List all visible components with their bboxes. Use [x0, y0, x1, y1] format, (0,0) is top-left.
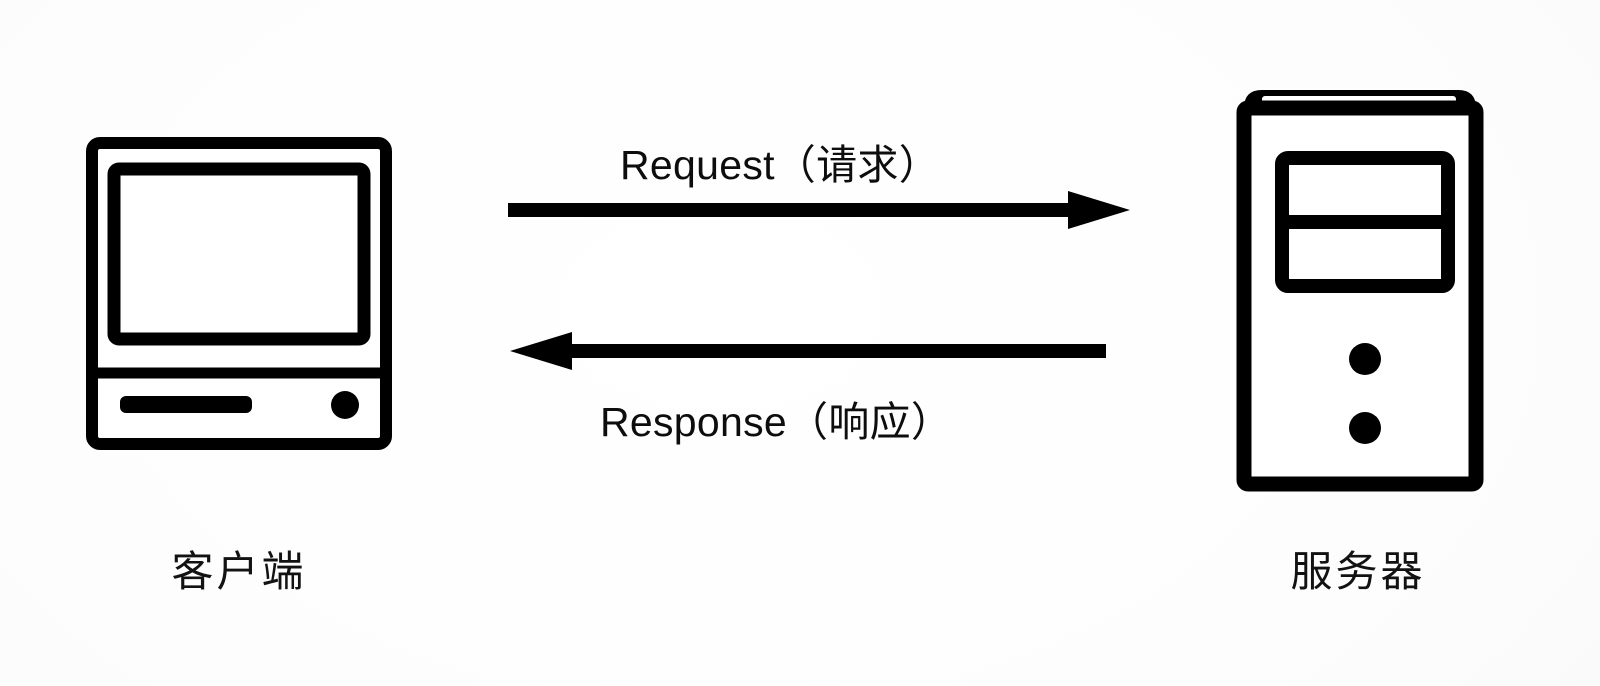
response-arrow: [500, 326, 1140, 378]
arrow-left-icon: [510, 332, 1106, 370]
request-arrow: [500, 185, 1140, 237]
client-node[interactable]: [86, 137, 392, 450]
response-flow-label: Response（响应）: [600, 399, 953, 445]
request-flow-label: Request（请求）: [620, 142, 941, 188]
client-caption: 客户端: [171, 548, 307, 595]
server-caption: 服务器: [1290, 548, 1426, 595]
desktop-computer-icon: [86, 137, 392, 450]
server-tower-icon: [1236, 90, 1484, 492]
server-node[interactable]: [1218, 82, 1498, 492]
arrow-right-icon: [508, 191, 1130, 229]
